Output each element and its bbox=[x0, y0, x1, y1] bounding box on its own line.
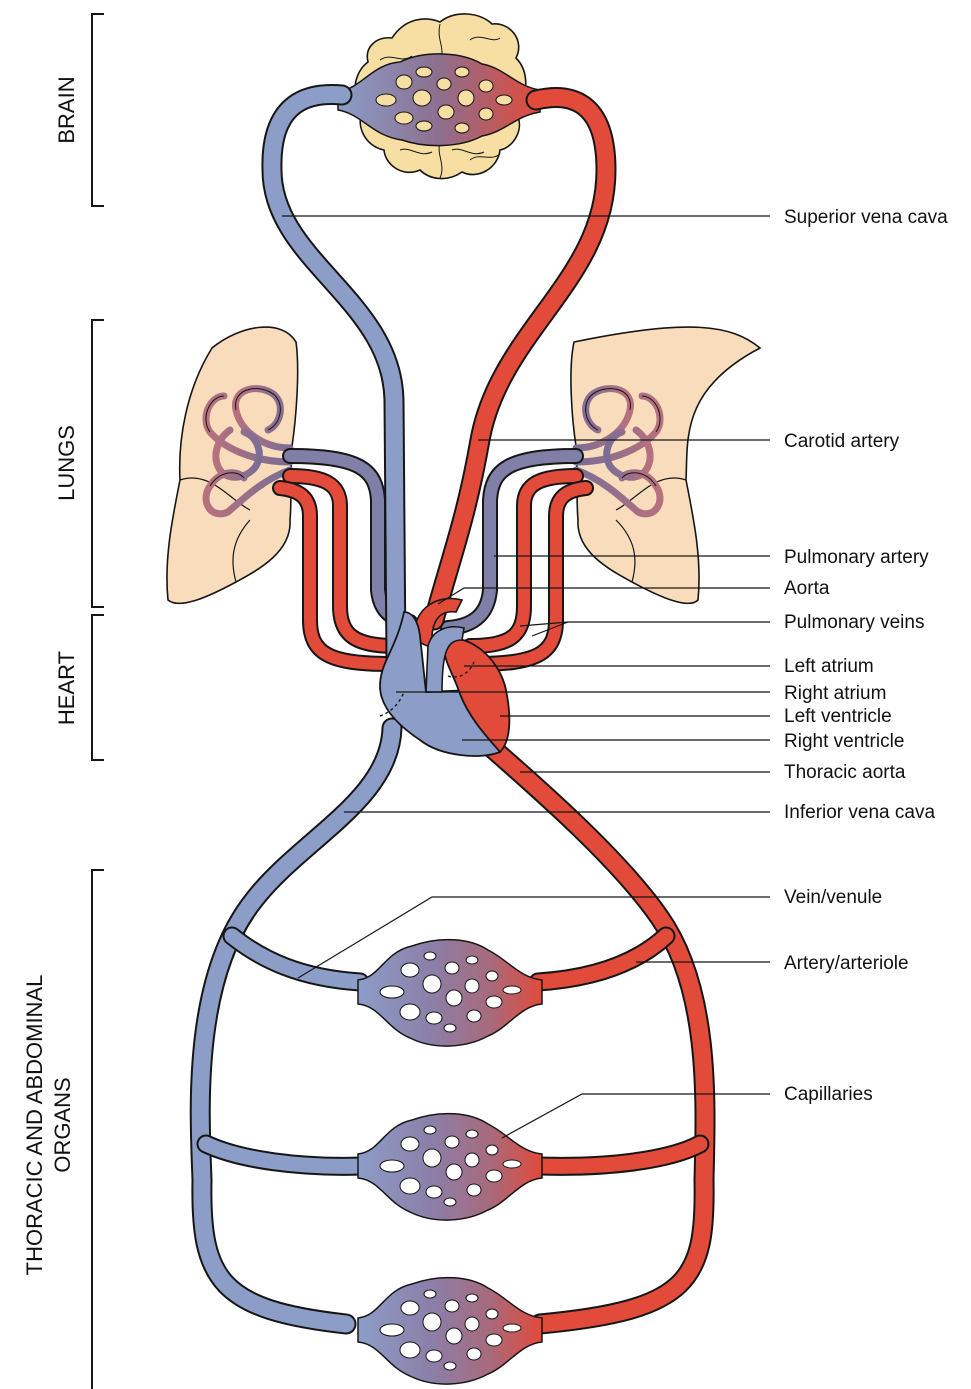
capillary-bed-2 bbox=[358, 1114, 542, 1220]
capillary-bed-1 bbox=[358, 940, 542, 1046]
label-pulmonary-artery: Pulmonary artery bbox=[784, 547, 929, 568]
label-carotid-artery: Carotid artery bbox=[784, 431, 900, 452]
section-brackets bbox=[92, 14, 104, 1389]
label-right-atrium: Right atrium bbox=[784, 683, 886, 704]
label-right-ventricle: Right ventricle bbox=[784, 731, 904, 752]
lungs-bracket bbox=[92, 320, 104, 607]
label-artery-arteriole: Artery/arteriole bbox=[784, 953, 909, 974]
brain-bracket bbox=[92, 14, 104, 206]
label-pulmonary-veins: Pulmonary veins bbox=[784, 612, 924, 633]
leader-capillaries bbox=[502, 1094, 770, 1138]
organs-section-label-line1: THORACIC AND ABDOMINAL bbox=[22, 975, 47, 1276]
brain bbox=[338, 14, 540, 179]
organs-section-label-line2: ORGANS bbox=[50, 1077, 75, 1172]
label-left-ventricle: Left ventricle bbox=[784, 706, 892, 727]
inferior-vena-cava bbox=[200, 728, 392, 1324]
lungs-section-label: LUNGS bbox=[54, 425, 79, 501]
heart-section-label: HEART bbox=[54, 651, 79, 725]
label-inferior-vena-cava: Inferior vena cava bbox=[784, 802, 935, 823]
organs-bracket bbox=[92, 870, 104, 1389]
label-vein-venule: Vein/venule bbox=[784, 887, 882, 908]
capillary-bed-3 bbox=[358, 1278, 542, 1384]
label-thoracic-aorta: Thoracic aorta bbox=[784, 762, 906, 783]
right-lung bbox=[571, 327, 760, 603]
thoracic-aorta bbox=[492, 748, 705, 1324]
label-left-atrium: Left atrium bbox=[784, 656, 874, 677]
leader-vein-venule bbox=[298, 897, 770, 978]
left-lung bbox=[167, 327, 298, 603]
lungs bbox=[167, 327, 760, 603]
labels: Superior vena cava Carotid artery Pulmon… bbox=[784, 207, 948, 1105]
arteriole-branch-1 bbox=[538, 936, 666, 982]
label-aorta: Aorta bbox=[784, 578, 830, 599]
label-capillaries: Capillaries bbox=[784, 1084, 873, 1105]
heart-bracket bbox=[92, 615, 104, 760]
label-superior-vena-cava: Superior vena cava bbox=[784, 207, 948, 228]
brain-section-label: BRAIN bbox=[54, 76, 79, 143]
